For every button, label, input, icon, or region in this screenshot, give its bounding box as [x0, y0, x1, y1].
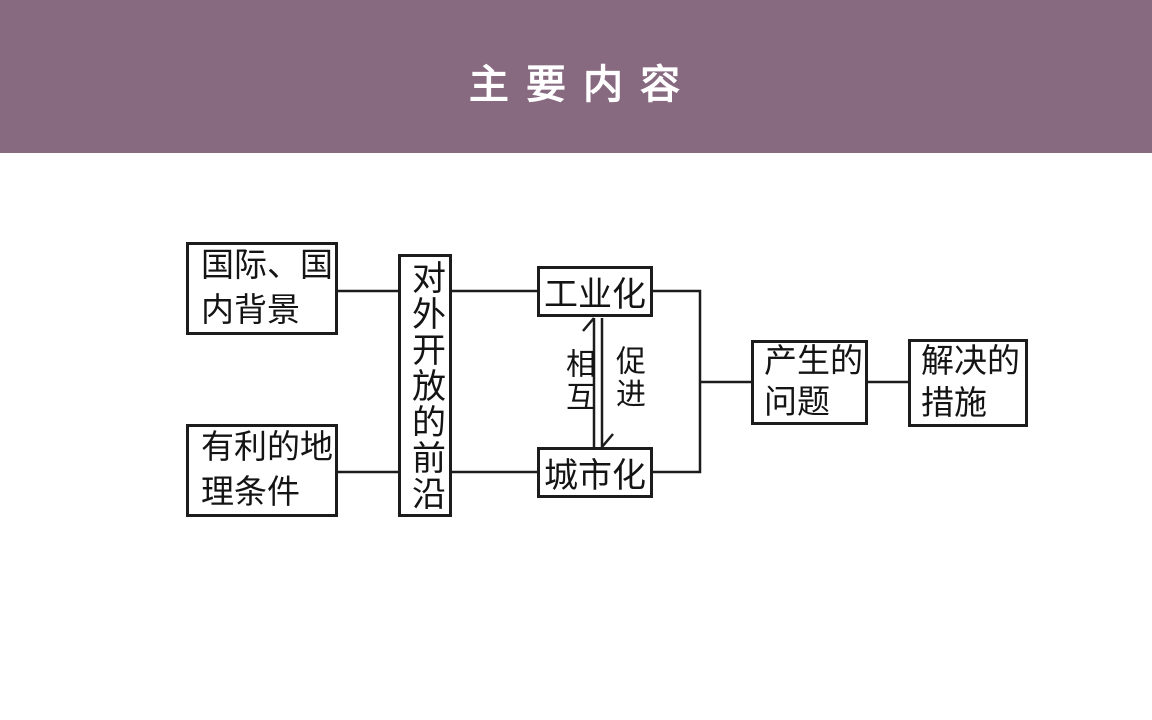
- box-text-line: 问题: [764, 384, 830, 421]
- box-geographic-conditions: 有利的地 理条件: [186, 424, 338, 517]
- box-opening-frontier: 对外开放的前沿: [398, 254, 452, 517]
- box-industrialization: 工业化: [537, 266, 653, 317]
- box-text-line: 有利的地: [201, 429, 333, 466]
- box-text-line: 产生的: [764, 343, 863, 380]
- header-band: 主 要 内 容: [0, 0, 1152, 153]
- box-international-background: 国际、国 内背景: [186, 242, 338, 335]
- bracket-join-line: [653, 289, 702, 474]
- page-title: 主 要 内 容: [468, 63, 684, 107]
- box-text-vertical: 对外开放的前沿: [406, 259, 444, 512]
- box-urbanization: 城市化: [537, 447, 653, 498]
- box-solutions: 解决的 措施: [908, 339, 1028, 427]
- arrow-label-mutual: 相互: [561, 348, 594, 414]
- box-text-line: 内背景: [201, 292, 300, 329]
- box-problems: 产生的 问题: [751, 340, 868, 425]
- box-text-line: 城市化: [544, 458, 646, 495]
- box-text-line: 理条件: [201, 474, 300, 511]
- box-text-line: 解决的: [921, 344, 1020, 380]
- flow-diagram: 国际、国 内背景 有利的地 理条件 对外开放的前沿 工业化 城市化 产生的 问题…: [0, 153, 1152, 720]
- box-text-line: 措施: [921, 386, 987, 422]
- box-text-line: 国际、国: [201, 247, 333, 284]
- box-text-line: 工业化: [544, 277, 646, 314]
- arrow-label-promote: 促进: [611, 345, 644, 411]
